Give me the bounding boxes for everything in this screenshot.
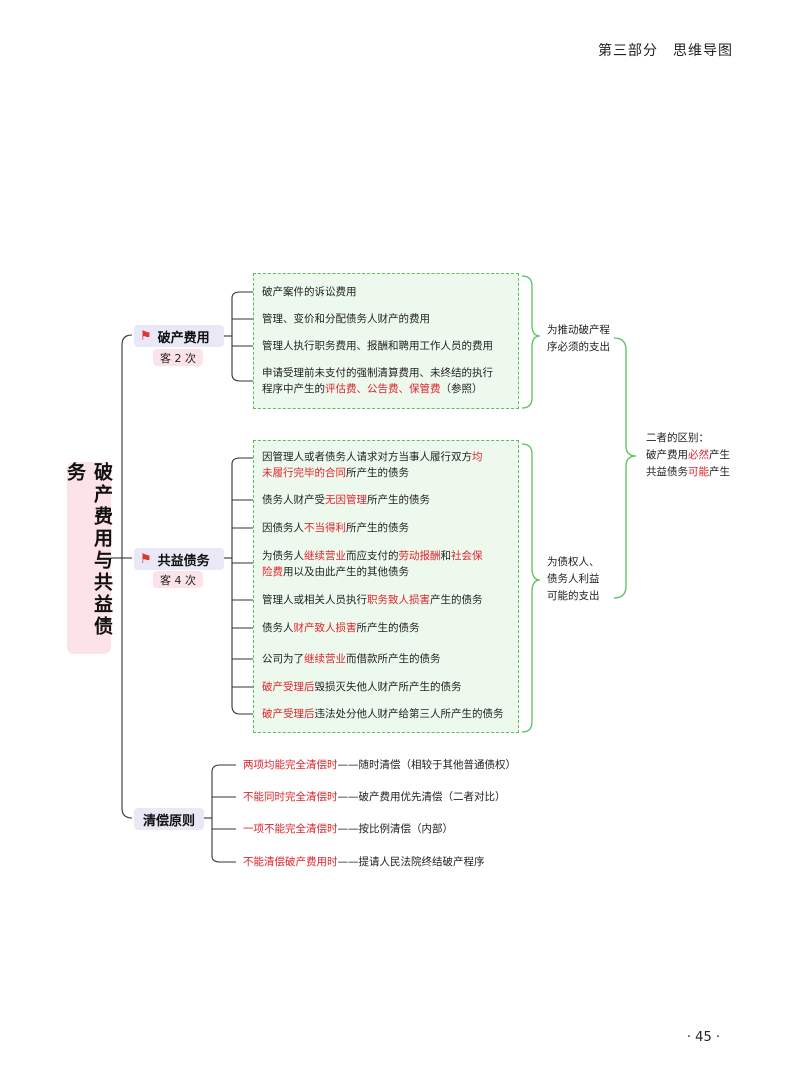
text-run: 和	[440, 550, 452, 562]
branch-repayment-principles: 清偿原则	[134, 808, 204, 830]
text-run: 债务人	[262, 622, 294, 634]
highlight-text: 均	[472, 451, 483, 463]
list-item: 破产受理后毁损灭失他人财产所产生的债务	[262, 679, 516, 695]
flag-icon: ⚑	[140, 551, 152, 567]
text-run: 违法处分他人财产给第三人所产生的债务	[314, 708, 504, 720]
text-run: 为债务人	[262, 550, 304, 562]
text-run: 共益债务	[646, 466, 688, 478]
text-run: 所产生的债务	[346, 467, 409, 479]
text-run: 公司为了	[262, 653, 304, 665]
highlight-text: 不当得利	[304, 522, 346, 534]
flag-icon: ⚑	[140, 328, 152, 344]
text-run: ——破产费用优先清偿（二者对比）	[337, 791, 506, 803]
text-run: ——提请人民法院终结破产程序	[337, 856, 485, 868]
highlight-text: 可能	[688, 466, 709, 478]
exam-count-badge: 客 4 次	[153, 571, 203, 588]
highlight-text: 破产受理后	[262, 681, 315, 693]
page-header: 第三部分 思维导图	[598, 43, 733, 59]
text-run: 管理人执行职务费用、报酬和聘用工作人员的费用	[262, 340, 493, 352]
highlight-text: 职务致人损害	[367, 594, 430, 606]
text-run: 产生的债务	[430, 594, 483, 606]
branch-label: 共益债务	[157, 553, 210, 569]
highlight-text: 劳动报酬	[398, 550, 441, 562]
branch-label: 破产费用	[157, 330, 210, 346]
root-node: 破产费用与共益债务	[64, 462, 113, 654]
branch-common-debts: ⚑ 共益债务	[134, 548, 224, 570]
highlight-text: 无因管理	[325, 494, 367, 506]
branch-note: 为推动破产程 序必须的支出	[547, 324, 610, 353]
list-item: 债务人财产受无因管理所产生的债务	[262, 492, 516, 508]
text-run: 毁损灭失他人财产所产生的债务	[314, 681, 462, 693]
list-item: 一项不能完全清偿时——按比例清偿（内部）	[243, 821, 543, 837]
highlight-text: 破产受理后	[262, 708, 315, 720]
branch-bankruptcy-costs: ⚑ 破产费用	[134, 325, 224, 347]
text-run: 破产案件的诉讼费用	[262, 286, 357, 298]
text-run: 产生	[709, 449, 730, 461]
text-run: 所产生的债务	[356, 622, 420, 634]
list-item: 不能清偿破产费用时——提请人民法院终结破产程序	[243, 854, 543, 870]
root-title: 破产费用与共益债务	[64, 462, 113, 638]
text-run: 而借款所产生的债务	[346, 653, 441, 665]
text-run: 所产生的债务	[367, 494, 430, 506]
highlight-text: 必然	[688, 449, 709, 461]
text-run: ——随时清偿（相较于其他普通债权）	[337, 759, 517, 771]
list-item: 因债务人不当得利所产生的债务	[262, 520, 516, 536]
highlight-text: 继续营业	[304, 550, 346, 562]
text-run: 产生	[709, 466, 730, 478]
highlight-text: 险费	[262, 566, 283, 578]
list-item: 两项均能完全清偿时——随时清偿（相较于其他普通债权）	[243, 757, 543, 773]
difference-note: 二者的区别： 破产费用必然产生 共益债务可能产生	[646, 430, 756, 481]
highlight-text: 未履行完毕的合同	[262, 467, 346, 479]
list-item: 管理、变价和分配债务人财产的费用	[262, 311, 516, 327]
highlight-text: 评估费、公告费、保管费	[325, 383, 441, 395]
list-item: 管理人执行职务费用、报酬和聘用工作人员的费用	[262, 338, 516, 354]
list-item: 管理人或相关人员执行职务致人损害产生的债务	[262, 592, 516, 608]
branch-label: 清偿原则	[142, 813, 195, 829]
list-item: 因管理人或者债务人请求对方当事人履行双方均未履行完毕的合同所产生的债务	[262, 449, 516, 481]
highlight-text: 财产致人损害	[293, 622, 357, 634]
list-item: 不能同时完全清偿时——破产费用优先清偿（二者对比）	[243, 789, 543, 805]
highlight-text: 社会保	[451, 550, 483, 562]
highlight-text: 不能清偿破产费用时	[243, 856, 338, 868]
exam-count-badge: 客 2 次	[153, 349, 203, 366]
list-item: 为债务人继续营业而应支付的劳动报酬和社会保险费用以及由此产生的其他债务	[262, 548, 516, 580]
list-item: 破产案件的诉讼费用	[262, 284, 516, 300]
text-run: 管理人或相关人员执行	[262, 594, 367, 606]
list-item: 破产受理后违法处分他人财产给第三人所产生的债务	[262, 706, 516, 722]
text-run: （参照）	[440, 383, 483, 395]
highlight-text: 继续营业	[304, 653, 346, 665]
branch-items-box	[253, 273, 519, 409]
text-run: 二者的区别：	[646, 432, 709, 444]
text-run: 因管理人或者债务人请求对方当事人履行双方	[262, 451, 472, 463]
highlight-text: 两项均能完全清偿时	[243, 759, 338, 771]
list-item: 申请受理前未支付的强制清算费用、未终结的执行程序中产生的评估费、公告费、保管费（…	[262, 365, 516, 397]
highlight-text: 不能同时完全清偿时	[243, 791, 338, 803]
branch-items-box	[253, 440, 519, 733]
list-item: 债务人财产致人损害所产生的债务	[262, 620, 516, 636]
text-run: 程序中产生的	[262, 383, 325, 395]
highlight-text: 一项不能完全清偿时	[243, 823, 338, 835]
text-run: 因债务人	[262, 522, 304, 534]
list-item: 公司为了继续营业而借款所产生的债务	[262, 651, 516, 667]
text-run: 所产生的债务	[346, 522, 409, 534]
text-run: 而应支付的	[346, 550, 399, 562]
text-run: 管理、变价和分配债务人财产的费用	[262, 313, 430, 325]
text-run: ——按比例清偿（内部）	[337, 823, 454, 835]
page-number: · 45 ·	[686, 1030, 720, 1045]
text-run: 债务人财产受	[262, 494, 325, 506]
text-run: 用以及由此产生的其他债务	[283, 566, 409, 578]
text-run: 申请受理前未支付的强制清算费用、未终结的执行	[262, 367, 493, 379]
branch-note: 为债权人、 债务人利益 可能的支出	[547, 556, 600, 602]
text-run: 破产费用	[646, 449, 688, 461]
